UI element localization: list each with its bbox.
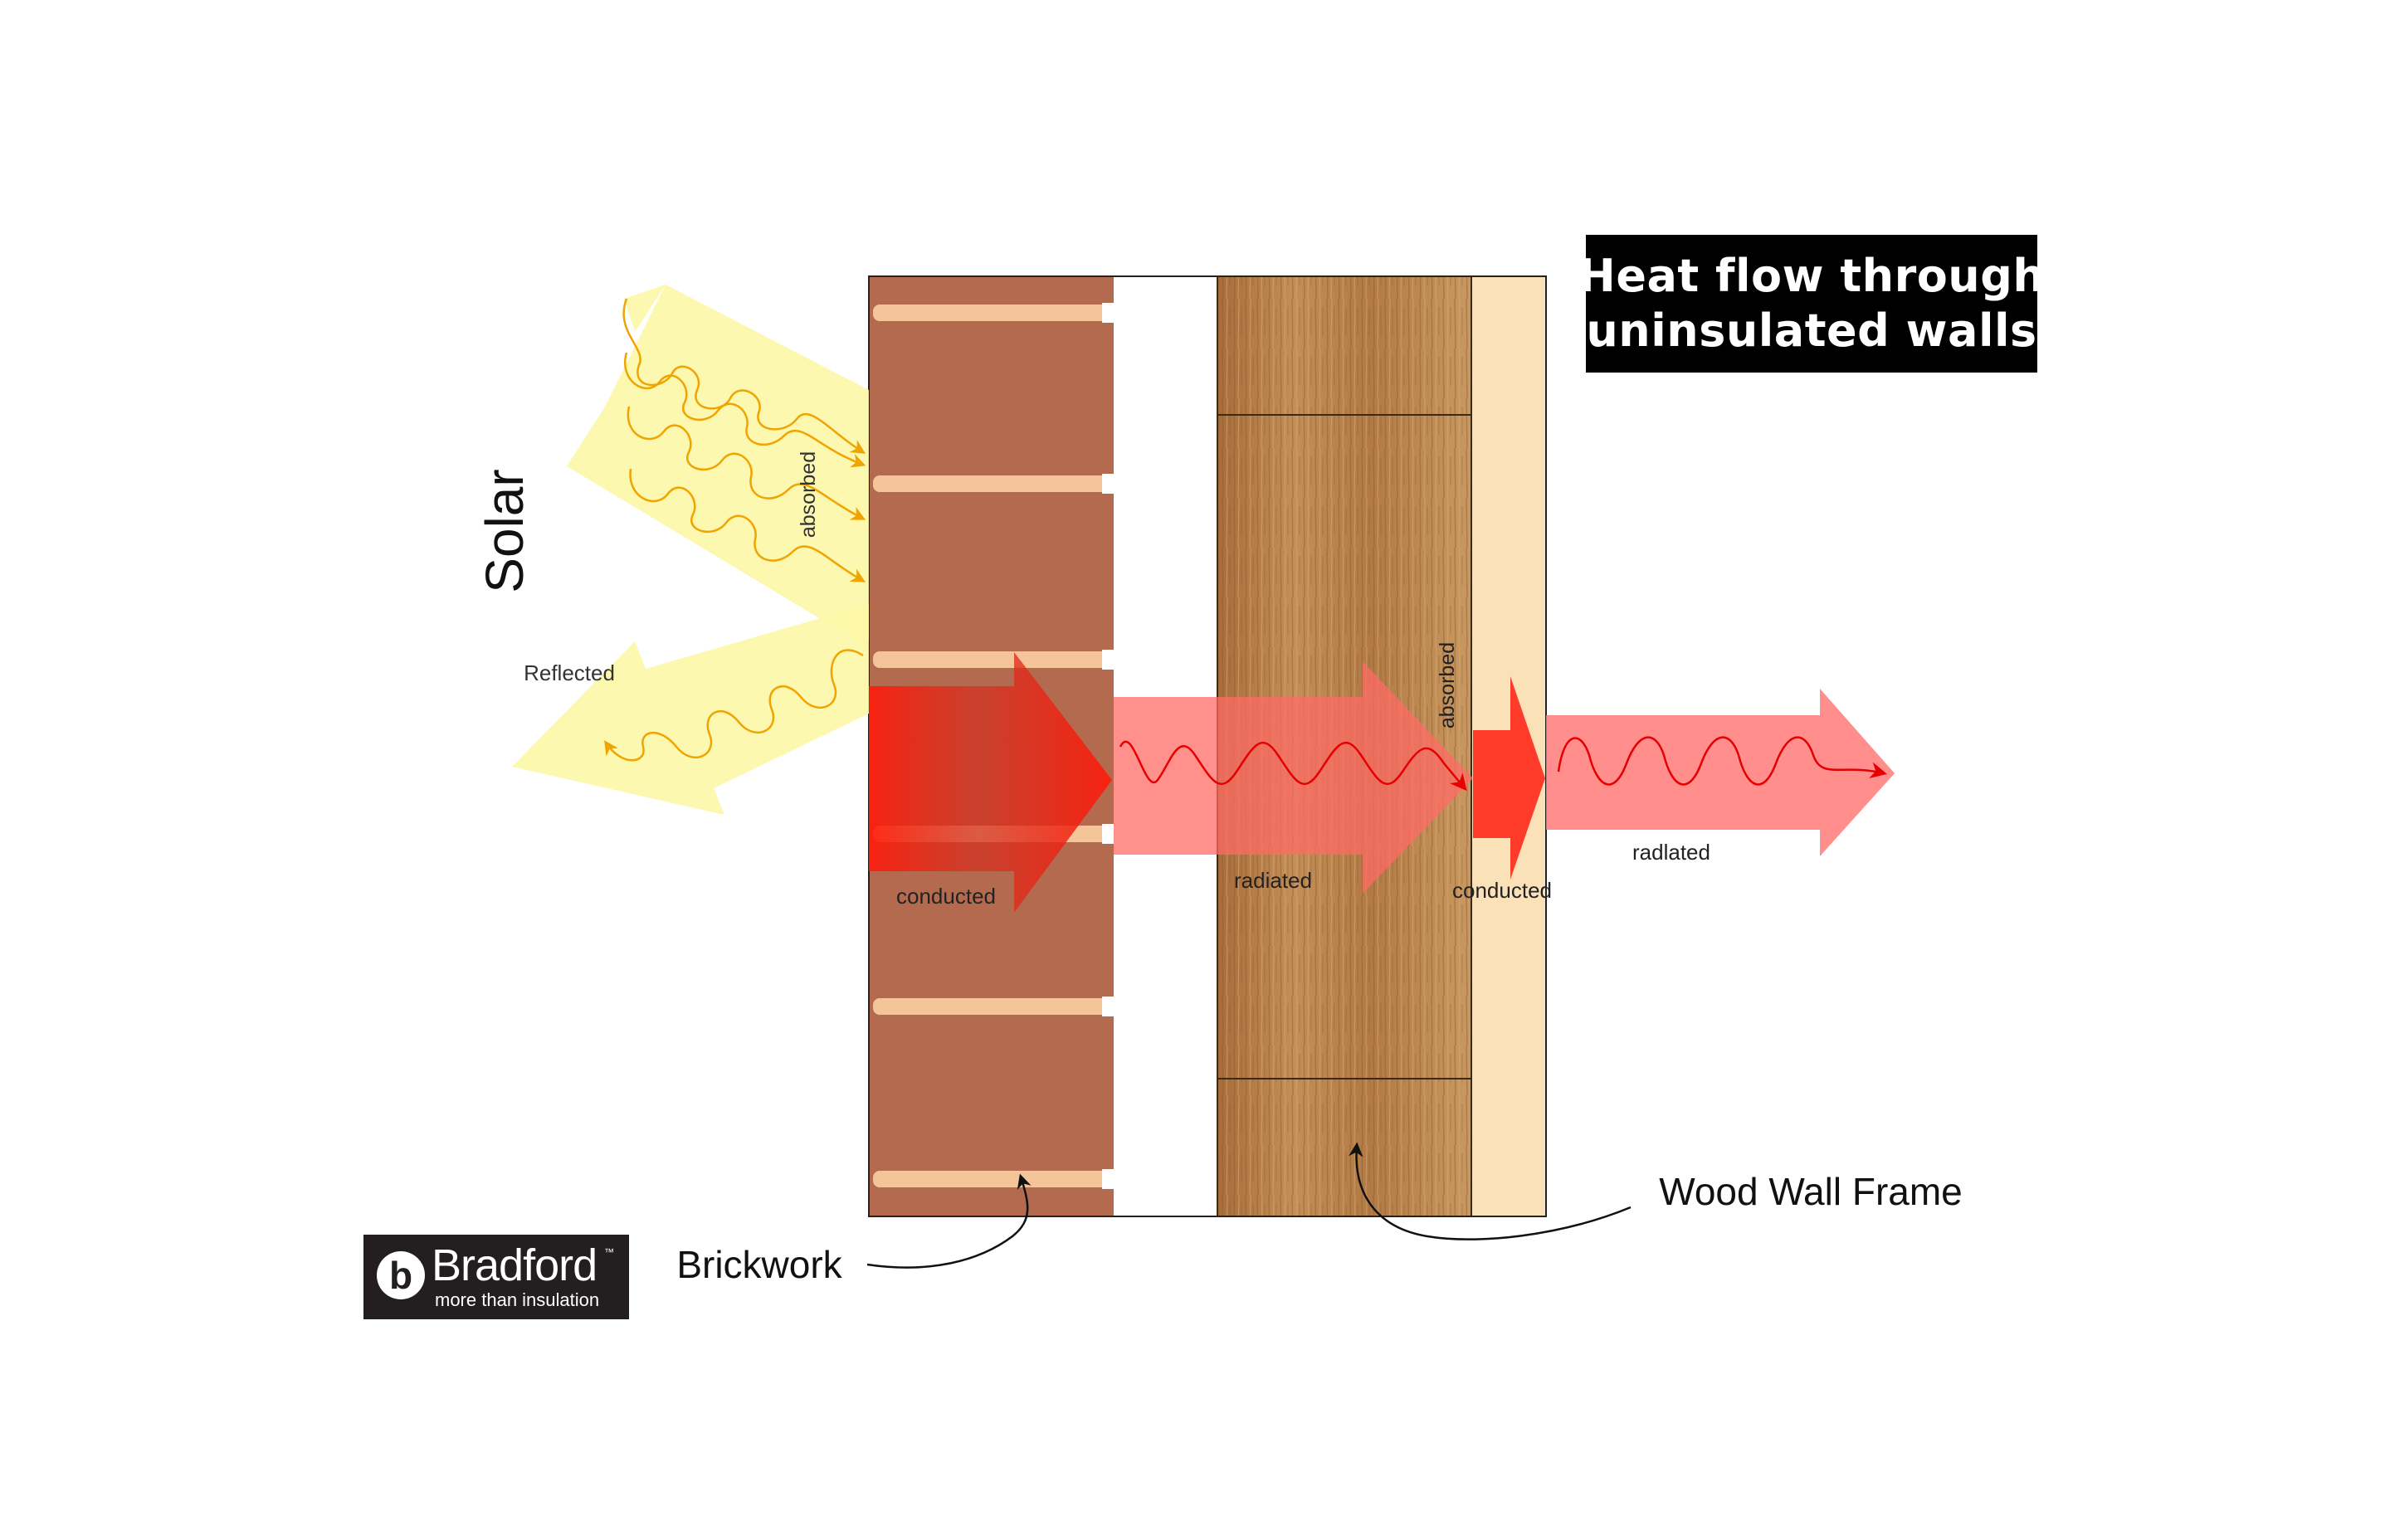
logo-tagline: more than insulation [435,1289,600,1310]
absorbed-brick-label: absorbed [797,451,820,538]
radiated-outward-label: radlated [1632,840,1710,865]
conducted-brick-label: conducted [896,884,996,909]
logo-trademark: ™ [604,1246,614,1258]
wood-frame-leader-line [1349,1142,1632,1240]
conducted-arrow-frame [1473,676,1545,880]
wood-wall-frame-label: Wood Wall Frame [1659,1170,1963,1213]
diagram-title: Heat flow through uninsulated walls [1578,235,2045,373]
reflected-wave [604,649,864,762]
bradford-logo: b Bradford ™ more than insulation [363,1235,629,1319]
reflected-label: Reflected [524,660,615,685]
title-line-1: Heat flow through [1578,250,2046,302]
solar-label: Solar [475,469,534,592]
brickwork-leader-line [866,1173,1032,1269]
radiated-wave-cavity [1119,740,1467,792]
conducted-frame-label: conducted [1452,878,1552,903]
title-line-2: uninsulated walls [1586,305,2037,357]
conducted-arrow-brick [869,652,1112,913]
reflected-arrow [512,604,869,815]
absorbed-frame-label: absorbed [1436,642,1459,729]
solar-wave-lines [622,298,866,582]
radiated-cavity-label: radiated [1234,868,1312,893]
radiated-arrow-outward [1546,689,1895,856]
brickwork-label: Brickwork [676,1243,842,1286]
logo-name: Bradford [432,1240,598,1290]
bradford-mark-icon: b [377,1251,425,1299]
radiated-wave-outward [1557,736,1887,786]
